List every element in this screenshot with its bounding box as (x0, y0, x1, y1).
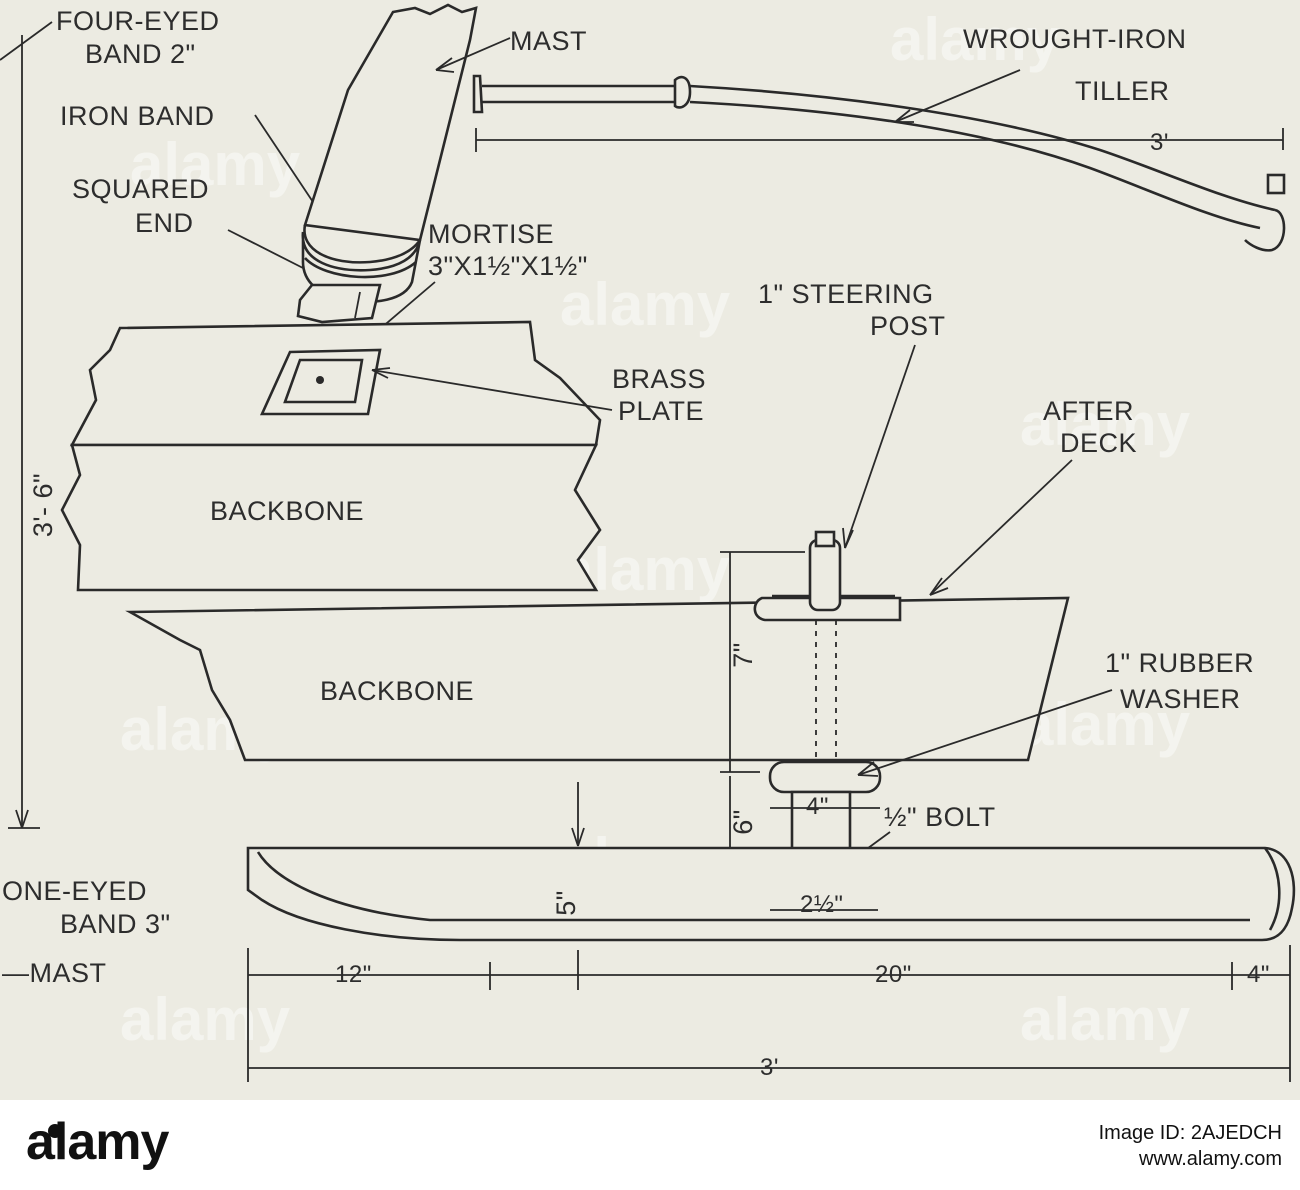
svg-text:alamy: alamy (560, 271, 731, 338)
four-eyed-band-size: BAND 2" (85, 39, 196, 69)
mast-drawing (296, 3, 478, 324)
after-deck-label: AFTER (1043, 396, 1134, 426)
steering-post-label: 1" STEERING (758, 279, 934, 309)
iron-band-label: IRON BAND (60, 101, 215, 131)
squared-end-label: SQUARED (72, 174, 209, 204)
rubber-washer-label-2: WASHER (1120, 684, 1241, 714)
dim-7-label: 7" (728, 642, 758, 668)
one-eyed-band-label: ONE-EYED (2, 876, 147, 906)
upper-backbone-drawing (60, 320, 602, 592)
svg-text:alamy: alamy (1020, 986, 1191, 1053)
dim-20-label: 20" (875, 961, 912, 988)
tiller-label: WROUGHT-IRON (963, 24, 1186, 54)
svg-text:alamy: alamy (1020, 691, 1191, 758)
brand-logo-text: alamy (26, 1113, 169, 1171)
one-eyed-band-size: BAND 3" (60, 909, 171, 939)
watermark-strip: alamy Image ID: 2AJEDCH www.alamy.com (0, 1100, 1300, 1190)
mast-label-bottom: —MAST (2, 958, 107, 988)
rubber-washer-label: 1" RUBBER (1105, 648, 1254, 678)
dim-6-label: 6" (728, 809, 758, 835)
brand-logo: alamy (16, 1110, 266, 1182)
svg-text:alamy: alamy (1020, 391, 1191, 458)
height-total-label: 3'- 6" (28, 473, 58, 537)
site-url: www.alamy.com (1139, 1148, 1282, 1170)
image-id: Image ID: 2AJEDCH (1098, 1122, 1282, 1144)
backbone-upper-label: BACKBONE (210, 496, 364, 526)
dim-12-label: 12" (335, 961, 372, 988)
squared-end-label-2: END (135, 208, 194, 238)
backbone-lower-label: BACKBONE (320, 676, 474, 706)
dim-5-label: 5" (551, 890, 581, 916)
dim-2half-label: 2½" (800, 891, 843, 918)
dim-4b-label: 4" (1247, 961, 1270, 988)
svg-text:alamy: alamy (890, 6, 1061, 73)
runner-and-mast-diagram: alamy alamy alamy alamy alamy alamy alam… (0, 0, 1300, 1100)
svg-text:alamy: alamy (120, 986, 291, 1053)
brass-plate-label: BRASS (612, 364, 706, 394)
four-eyed-band-label: FOUR-EYED (56, 6, 220, 36)
tiller-drawing (472, 74, 1286, 252)
height-dimension (0, 21, 53, 829)
runner-drawing (246, 846, 1296, 942)
mast-label-top: MAST (510, 26, 587, 56)
after-deck-label-2: DECK (1060, 428, 1137, 458)
bolt-label: ½" BOLT (884, 802, 996, 832)
mortise-size-label: 3"X1½"X1½" (428, 251, 588, 281)
brand-mark-icon (48, 1124, 62, 1138)
mortise-label: MORTISE (428, 219, 554, 249)
tiller-label-2: TILLER (1075, 76, 1170, 106)
steering-post-label-2: POST (870, 311, 946, 341)
dim-3-label: 3' (760, 1054, 779, 1081)
brass-plate-label-2: PLATE (618, 396, 704, 426)
tiller-length-label: 3' (1150, 129, 1169, 156)
dim-4-label: 4" (806, 793, 829, 820)
